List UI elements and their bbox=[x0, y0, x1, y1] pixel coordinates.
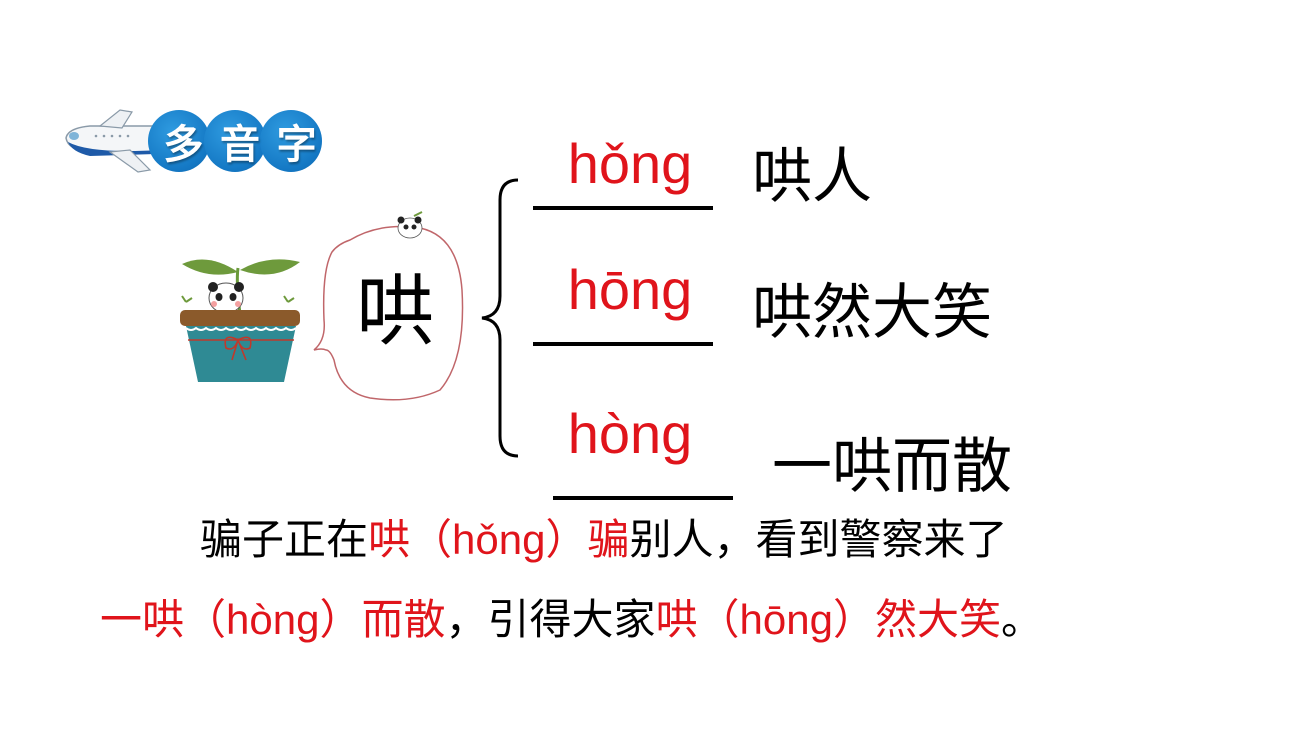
sentence-segment: 骗子正在 bbox=[200, 515, 369, 564]
sentence-pinyin: hǒng bbox=[452, 516, 546, 563]
reading-1-underline bbox=[533, 206, 713, 210]
reading-2-pinyin: hōng bbox=[567, 258, 693, 321]
reading-2-underline bbox=[533, 342, 713, 346]
title-badge: 多 音 字 bbox=[60, 108, 330, 174]
badge-title: 多 音 字 bbox=[155, 115, 325, 168]
reading-3-pinyin: hòng bbox=[567, 402, 693, 465]
sentence-segment: 一哄 bbox=[100, 595, 185, 644]
sentence-segment: ） bbox=[319, 595, 362, 644]
reading-3-underline bbox=[553, 496, 733, 500]
sentence-segment: ） bbox=[545, 515, 588, 564]
sentence-segment: ，引得大家 bbox=[445, 595, 656, 644]
small-panda-icon bbox=[397, 211, 423, 239]
airplane-icon bbox=[65, 109, 174, 173]
sentence-pinyin: hòng bbox=[226, 596, 320, 643]
sentence-segment: 然大笑 bbox=[875, 595, 1002, 644]
example-sentence-line-1: 骗子正在哄（hǒng）骗别人，看到警察来了 bbox=[200, 512, 1008, 568]
reading-2-word: 哄然大笑 bbox=[752, 278, 992, 348]
badge-char-3: 字 bbox=[276, 122, 317, 168]
sentence-segment: 而散 bbox=[361, 595, 446, 644]
main-character: 哄 bbox=[355, 267, 434, 357]
sentence-segment: （ bbox=[697, 595, 740, 644]
badge-char-2: 音 bbox=[219, 122, 260, 168]
sentence-segment: 。 bbox=[1001, 595, 1044, 644]
reading-1-word: 哄人 bbox=[752, 142, 872, 212]
sentence-pinyin: hōng bbox=[739, 596, 833, 643]
reading-1-pinyin: hǒng bbox=[567, 132, 693, 195]
panda-pot-illustration bbox=[180, 259, 300, 382]
badge-char-1: 多 bbox=[163, 122, 204, 168]
sentence-segment: ） bbox=[832, 595, 875, 644]
curly-brace bbox=[481, 178, 519, 458]
reading-3-word: 一哄而散 bbox=[772, 432, 1012, 502]
sentence-segment: 别人，看到警察来了 bbox=[629, 515, 1008, 564]
sentence-segment: 骗 bbox=[587, 515, 630, 564]
sentence-segment: 哄 bbox=[655, 595, 698, 644]
example-sentence-line-2: 一哄（hòng）而散，引得大家哄（hōng）然大笑。 bbox=[100, 592, 1043, 648]
speech-bubble bbox=[313, 211, 464, 401]
sentence-segment: （ bbox=[410, 515, 453, 564]
badge-circles bbox=[148, 110, 328, 172]
sentence-segment: （ bbox=[184, 595, 227, 644]
sentence-segment: 哄 bbox=[368, 515, 411, 564]
